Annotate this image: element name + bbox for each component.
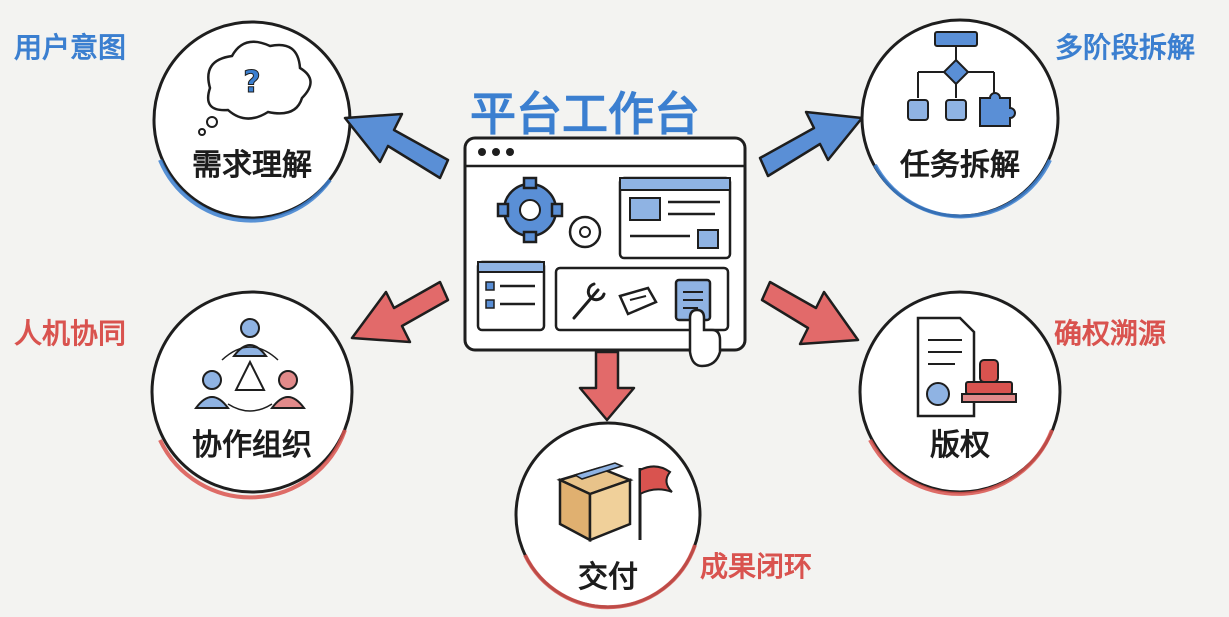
- diagram-title: 平台工作台: [470, 87, 700, 141]
- tag-user-intent: 用户意图: [14, 31, 127, 64]
- gear-icon: [496, 176, 564, 244]
- small-gear-icon: [568, 215, 602, 249]
- node-name-requirements: 需求理解: [192, 148, 312, 183]
- svg-text:?: ?: [243, 65, 260, 100]
- team-network-icon: [194, 318, 306, 412]
- node-name-delivery: 交付: [578, 560, 638, 595]
- tag-multi-stage: 多阶段拆解: [1055, 31, 1196, 64]
- arrow-to-top-left: [343, 112, 450, 180]
- arrow-to-mid-left: [350, 280, 450, 344]
- tag-rights-tracing: 确权溯源: [1054, 317, 1167, 350]
- node-name-copyright: 版权: [930, 428, 990, 463]
- tag-icon: [618, 286, 658, 316]
- flowchart-icon: [907, 31, 1016, 127]
- arrow-to-mid-right: [760, 280, 860, 346]
- pointer-hand-icon: [688, 308, 722, 368]
- thought-bubble-question-icon: ?: [198, 40, 312, 136]
- box-flag-icon: [556, 462, 673, 543]
- arrow-to-bottom: [578, 350, 636, 422]
- wrench-icon: [572, 282, 606, 320]
- node-circle-mid-left: [150, 290, 354, 500]
- tag-human-machine: 人机协同: [14, 317, 127, 350]
- arrow-to-top-right: [758, 110, 864, 178]
- document-stamp-icon: [916, 316, 1017, 418]
- dashboard-window-icon: [463, 136, 747, 368]
- node-name-collaboration: 协作组织: [192, 428, 312, 463]
- tag-result-loop: 成果闭环: [700, 550, 813, 583]
- node-name-task-breakdown: 任务拆解: [900, 148, 1020, 183]
